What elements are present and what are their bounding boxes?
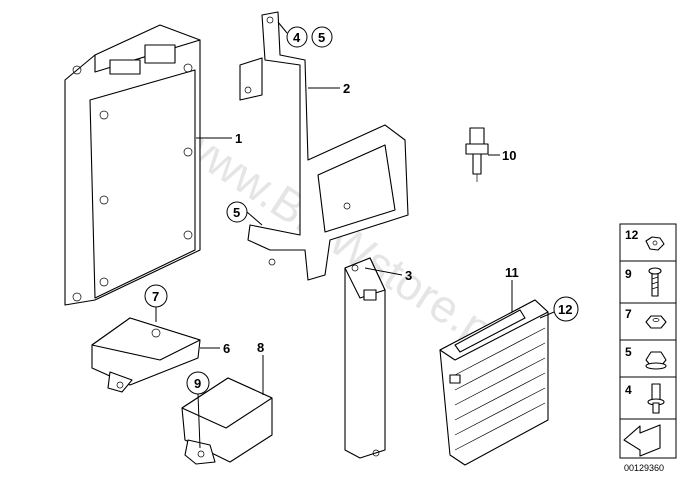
screw-icon (648, 267, 662, 297)
callout-6: 6 (223, 341, 230, 356)
bracket-part (239, 11, 409, 281)
callout-2: 2 (343, 81, 350, 96)
cooler-part (439, 299, 549, 466)
module-8-part (181, 377, 273, 465)
module-6-part (91, 317, 201, 393)
control-unit-part (64, 24, 201, 306)
callout-9: 9 (194, 376, 201, 391)
reference-code: 00129360 (624, 463, 664, 473)
legend-item-4: 4 (625, 383, 632, 397)
arrow-icon (623, 424, 661, 457)
flange-nut-icon (645, 351, 667, 370)
callout-3: 3 (405, 268, 412, 283)
callout-8: 8 (257, 340, 264, 355)
callout-5-lower: 5 (233, 205, 240, 220)
hardware-legend: 12 9 7 5 4 (619, 223, 677, 459)
legend-item-9: 9 (625, 267, 632, 281)
legend-item-7: 7 (625, 307, 632, 321)
callout-11: 11 (505, 265, 519, 280)
legend-item-5: 5 (625, 345, 632, 359)
callout-4: 4 (293, 30, 301, 45)
legend-item-12: 12 (625, 228, 639, 242)
nut-icon (645, 236, 665, 251)
callout-10: 10 (502, 148, 516, 163)
stud-icon (647, 383, 665, 414)
callout-7: 7 (152, 289, 159, 304)
callout-1: 1 (235, 131, 242, 146)
hex-nut-icon (645, 315, 667, 329)
callout-5-top: 5 (318, 30, 325, 45)
sensor-part (465, 127, 489, 182)
callout-12: 12 (558, 302, 572, 317)
module-part (344, 257, 386, 459)
